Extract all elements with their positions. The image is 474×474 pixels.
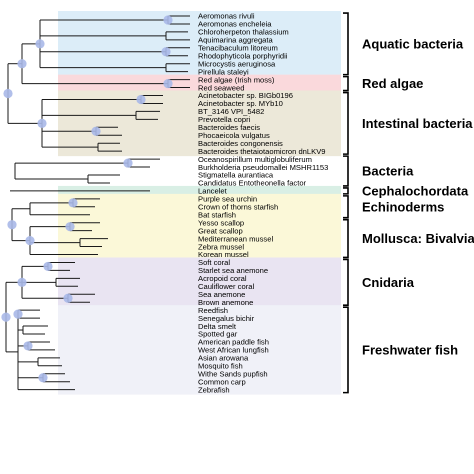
group-label-freshwater-fish: Freshwater fish bbox=[362, 342, 458, 357]
leaf-label: Chloroherpeton thalassium bbox=[198, 28, 289, 37]
leaf-label: Sea anemone bbox=[198, 290, 245, 299]
group-bracket bbox=[343, 258, 349, 306]
leaf-label: Delta smelt bbox=[198, 322, 237, 331]
leaf-label: Asian arowana bbox=[198, 354, 249, 363]
node-marker bbox=[163, 15, 173, 25]
node-marker bbox=[35, 39, 45, 49]
tree-nodes bbox=[1, 15, 173, 383]
leaf-label: Common carp bbox=[198, 377, 246, 386]
group-bracket bbox=[343, 12, 349, 76]
group-label-cnidaria: Cnidaria bbox=[362, 275, 415, 290]
group-band-cephalochordata bbox=[58, 185, 341, 196]
node-marker bbox=[37, 118, 47, 128]
leaf-label: West African lungfish bbox=[198, 346, 269, 355]
node-marker bbox=[3, 88, 13, 99]
group-bracket bbox=[343, 91, 349, 155]
group-band-intestinal-bacteria bbox=[58, 90, 341, 157]
node-marker bbox=[17, 277, 27, 287]
leaf-label: Zebra mussel bbox=[198, 242, 244, 251]
group-band-cnidaria bbox=[58, 257, 341, 308]
leaf-label: Rhodophyticola porphyridii bbox=[198, 51, 288, 60]
leaf-label: Microcystis aeruginosa bbox=[198, 59, 276, 68]
node-marker bbox=[17, 59, 27, 69]
leaf-label: Candidatus Entotheonella factor bbox=[198, 179, 307, 188]
leaf-label: Yesso scallop bbox=[198, 218, 244, 227]
group-bracket bbox=[343, 75, 349, 92]
leaf-label: Withe Sands pupfish bbox=[198, 369, 268, 378]
node-marker bbox=[23, 341, 33, 351]
leaf-label: Cauliflower coral bbox=[198, 282, 254, 291]
leaf-label: Mosquito fish bbox=[198, 362, 243, 371]
leaf-label: Burkholderia pseudomallei MSHR1153 bbox=[198, 163, 328, 172]
node-marker bbox=[136, 94, 146, 105]
leaf-label: Acinetobacter sp. MYb10 bbox=[198, 99, 283, 108]
node-marker bbox=[91, 126, 101, 136]
group-label-mollusca: Mollusca: Bivalvia bbox=[362, 231, 474, 246]
node-marker bbox=[38, 373, 48, 383]
leaf-label: Purple sea urchin bbox=[198, 195, 257, 204]
leaf-label: Oceanospirillum multiglobuliferum bbox=[198, 155, 312, 164]
leaf-label: Reedfish bbox=[198, 306, 228, 315]
group-label-bacteria: Bacteria bbox=[362, 164, 414, 179]
group-band-aquatic-bacteria bbox=[58, 11, 341, 77]
group-label-aquatic-bacteria: Aquatic bacteria bbox=[362, 36, 464, 51]
leaf-label: Starlet sea anemone bbox=[198, 266, 268, 275]
node-marker bbox=[13, 309, 23, 319]
node-marker bbox=[161, 47, 171, 57]
leaf-label: Bat starfish bbox=[198, 210, 236, 219]
leaf-label: Bacteroides thetaiotaomicron dnLKV9 bbox=[198, 147, 326, 156]
leaf-label: Aeromonas rivuli bbox=[198, 12, 255, 21]
node-marker bbox=[163, 78, 173, 89]
group-label-red-algae: Red algae bbox=[362, 76, 423, 91]
group-label-cephalochordata: Cephalochordata bbox=[362, 183, 469, 198]
group-bands bbox=[58, 11, 341, 395]
leaf-label: Senegalus bichir bbox=[198, 314, 255, 323]
leaf-label: Aquimarina aggregata bbox=[198, 36, 273, 45]
group-bracket bbox=[343, 155, 349, 187]
leaf-label: Prevotella copri bbox=[198, 115, 251, 124]
leaf-label: Red algae (Irish moss) bbox=[198, 75, 275, 84]
leaf-label: Acropoid coral bbox=[198, 274, 247, 283]
leaf-label: BT_3146 VPI_5482 bbox=[198, 107, 264, 116]
group-bracket bbox=[343, 187, 349, 195]
node-marker bbox=[7, 220, 17, 230]
leaf-label: Phocaeicola vulgatus bbox=[198, 131, 270, 140]
node-marker bbox=[68, 198, 78, 208]
leaf-label: Spotted gar bbox=[198, 330, 238, 339]
leaf-label: Pirellula staleyi bbox=[198, 67, 249, 76]
leaf-label: Bacteroides faecis bbox=[198, 123, 260, 132]
leaf-label: Stigmatella aurantiaca bbox=[198, 171, 274, 180]
group-band-freshwater-fish bbox=[58, 305, 341, 395]
group-bracket bbox=[343, 195, 349, 219]
leaf-label: Soft coral bbox=[198, 258, 230, 267]
leaf-label: Crown of thorns starfish bbox=[198, 203, 278, 212]
leaf-label: Tenacibaculum litoreum bbox=[198, 44, 278, 53]
leaf-label: Mediterranean mussel bbox=[198, 234, 273, 243]
group-bracket bbox=[343, 306, 349, 394]
leaf-label: Lancelet bbox=[198, 187, 228, 196]
group-bracket bbox=[343, 218, 349, 259]
group-label-echinoderms: Echinoderms bbox=[362, 199, 444, 214]
leaf-label: Zebrafish bbox=[198, 385, 230, 394]
node-marker bbox=[1, 312, 11, 322]
node-marker bbox=[63, 293, 73, 303]
group-band-echinoderms bbox=[58, 193, 341, 220]
node-marker bbox=[123, 158, 133, 168]
group-band-red-algae bbox=[58, 74, 341, 93]
node-marker bbox=[43, 261, 53, 272]
leaf-label: Korean mussel bbox=[198, 250, 249, 259]
node-marker bbox=[65, 222, 75, 232]
leaf-label: Aeromonas encheleia bbox=[198, 20, 272, 29]
leaf-label: Red seaweed bbox=[198, 83, 244, 92]
group-label-intestinal-bacteria: Intestinal bacteria bbox=[362, 116, 473, 131]
leaf-label: Acinetobacter sp. BIGb0196 bbox=[198, 91, 293, 100]
leaf-label: Great scallop bbox=[198, 226, 243, 235]
leaf-label: Brown anemone bbox=[198, 298, 253, 307]
leaf-label: Bacteroides congonensis bbox=[198, 139, 283, 148]
node-marker bbox=[25, 235, 35, 246]
leaf-label: American paddle fish bbox=[198, 338, 269, 347]
